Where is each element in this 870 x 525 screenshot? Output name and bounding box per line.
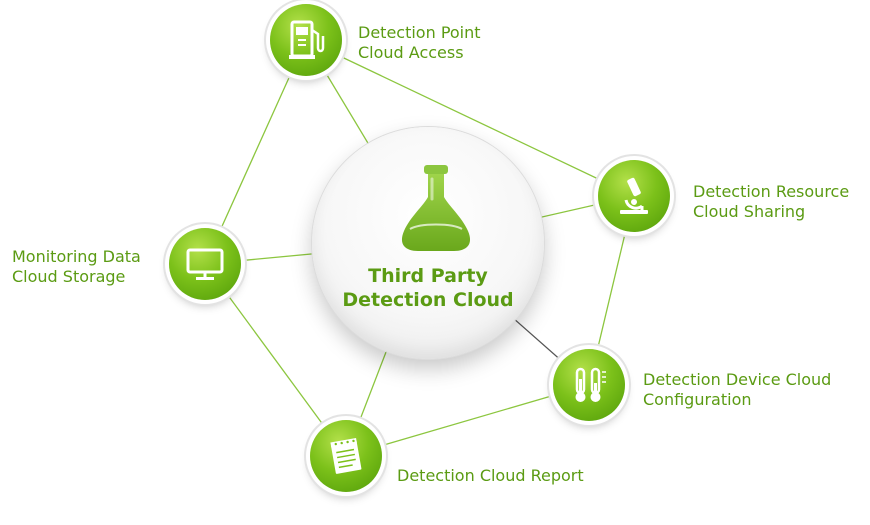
link-device-report [345, 384, 590, 457]
thermometer-icon [575, 367, 606, 402]
label-device-config: Detection Device Cloud Configuration [643, 370, 832, 409]
center-title-line2: Detection Cloud [342, 289, 514, 311]
link-access-resource [305, 39, 635, 197]
label-cloud-report: Detection Cloud Report [397, 466, 584, 485]
link-report-storage [204, 263, 347, 457]
center-title: Third Party Detection Cloud [312, 264, 544, 312]
fuel-pump-icon [289, 20, 325, 59]
node-resource-sharing[interactable] [598, 160, 670, 232]
node-data-storage[interactable] [169, 228, 241, 300]
node-cloud-report[interactable] [310, 420, 382, 492]
notepad-icon [330, 437, 362, 474]
label-data-storage: Monitoring Data Cloud Storage [12, 247, 141, 286]
node-device-config[interactable] [553, 349, 625, 421]
flask-icon [401, 165, 471, 251]
node-point-access[interactable] [270, 4, 342, 76]
microscope-icon [620, 177, 648, 214]
center-title-line1: Third Party [368, 265, 488, 287]
label-point-access: Detection Point Cloud Access [358, 23, 481, 62]
monitor-icon [186, 248, 224, 280]
label-resource-sharing: Detection Resource Cloud Sharing [693, 182, 850, 221]
center-hub: Third Party Detection Cloud [312, 127, 544, 359]
link-storage-access [204, 39, 307, 265]
